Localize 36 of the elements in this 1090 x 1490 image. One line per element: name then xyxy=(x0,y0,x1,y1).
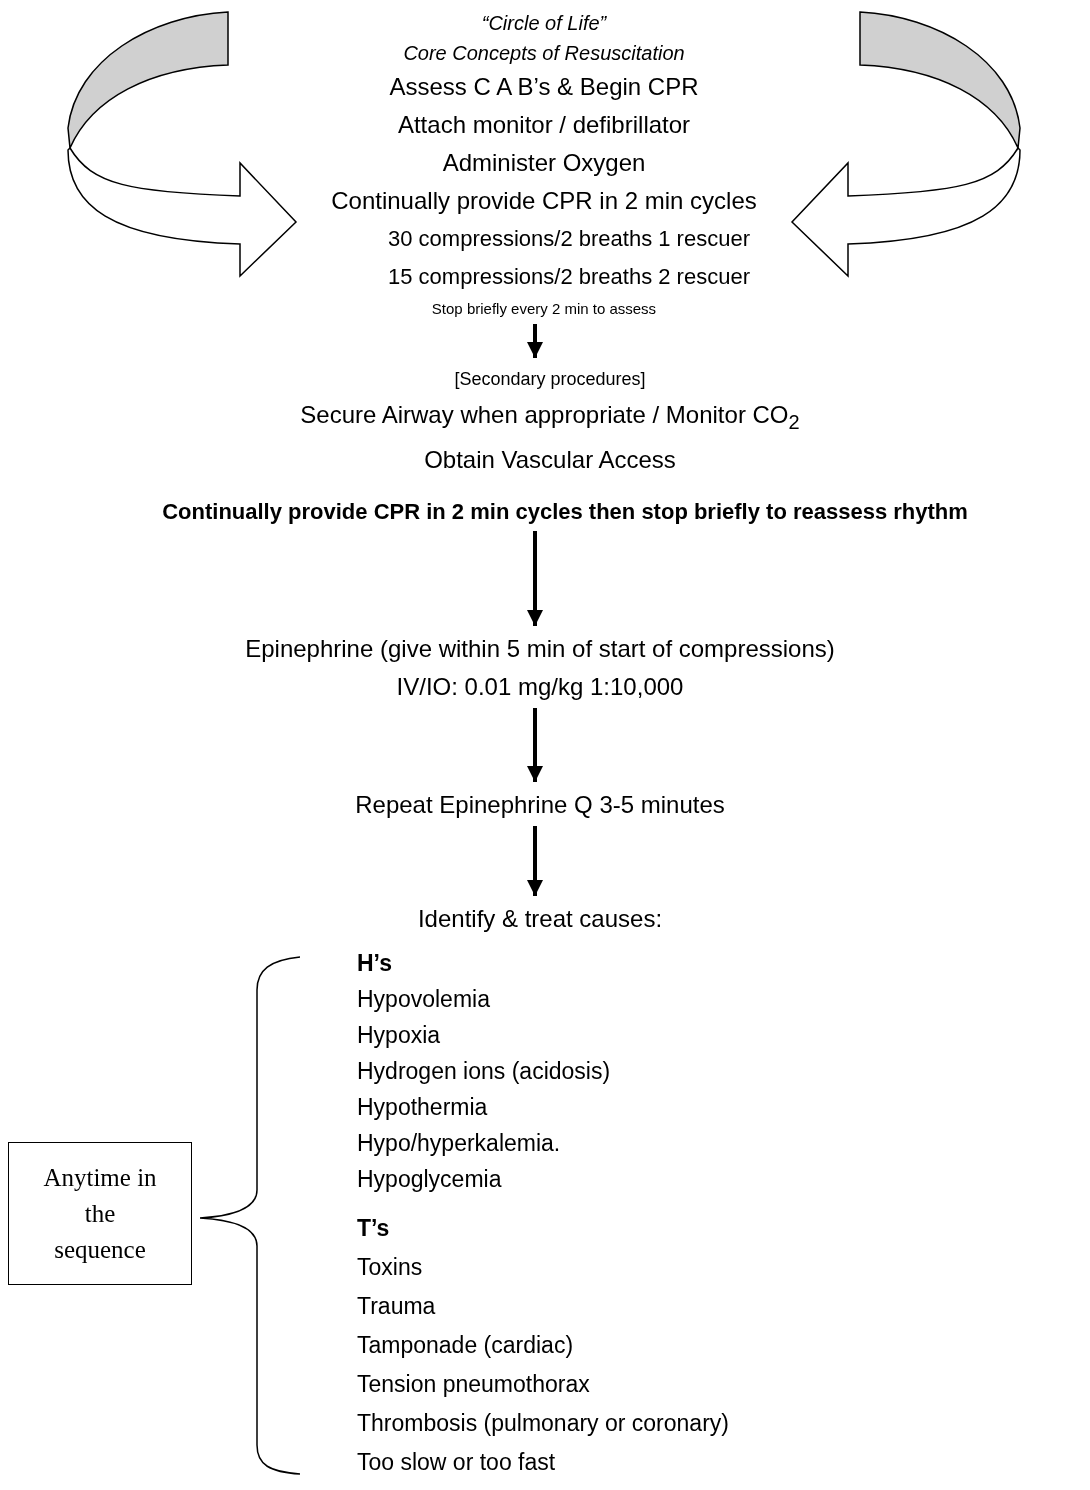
list-item: Toxins xyxy=(357,1253,424,1282)
list-item: Tension pneumothorax xyxy=(357,1370,591,1399)
arrow xyxy=(527,531,543,626)
step-text: Attach monitor / defibrillator xyxy=(396,110,692,140)
list-item: Hypoglycemia xyxy=(357,1165,503,1194)
step-text: Obtain Vascular Access xyxy=(423,444,677,475)
list-item: Hypoxia xyxy=(357,1021,442,1050)
list-item: Hypothermia xyxy=(357,1093,489,1122)
arrow xyxy=(527,324,543,358)
step-text: Identify & treat causes: xyxy=(417,900,663,938)
list-item: Trauma xyxy=(357,1292,437,1321)
step-text: Assess C A B’s & Begin CPR xyxy=(388,72,700,102)
arrow xyxy=(527,708,543,782)
list-item: Thrombosis (pulmonary or coronary) xyxy=(357,1409,730,1438)
list-heading: T’s xyxy=(357,1214,391,1243)
list-item: Too slow or too fast xyxy=(357,1448,557,1477)
step-text: Epinephrine (give within 5 min of start of compressions) xyxy=(244,634,836,664)
step-text: Continually provide CPR in 2 min cycles xyxy=(330,186,758,216)
step-text: Secure Airway when appropriate / Monitor CO$_{2}$ xyxy=(299,400,801,435)
step-text: Administer Oxygen xyxy=(441,148,647,178)
step-text: 15 compressions/2 breaths 2 rescuer xyxy=(387,263,751,291)
step-text: Repeat Epinephrine Q 3-5 minutes xyxy=(355,786,725,824)
list-heading: H’s xyxy=(357,949,393,978)
arrow xyxy=(527,826,543,896)
step-text: 30 compressions/2 breaths 1 rescuer xyxy=(387,225,751,253)
step-text: “Circle of Life” xyxy=(480,11,608,36)
note-box: Anytime in the sequence xyxy=(8,1142,192,1285)
list-item: Hydrogen ions (acidosis) xyxy=(357,1057,612,1086)
step-text: Stop briefly every 2 min to assess xyxy=(430,299,658,319)
step-text: [Secondary procedures] xyxy=(453,368,647,391)
list-item: Tamponade (cardiac) xyxy=(357,1331,575,1360)
list-item: Hypovolemia xyxy=(357,985,491,1014)
step-text: IV/IO: 0.01 mg/kg 1:10,000 xyxy=(395,672,685,702)
step-text: Core Concepts of Resuscitation xyxy=(402,41,686,66)
bold-step-text: Continually provide CPR in 2 min cycles then stop briefly to reassess rhythm xyxy=(162,495,968,529)
list-item: Hypo/hyperkalemia. xyxy=(357,1129,562,1158)
